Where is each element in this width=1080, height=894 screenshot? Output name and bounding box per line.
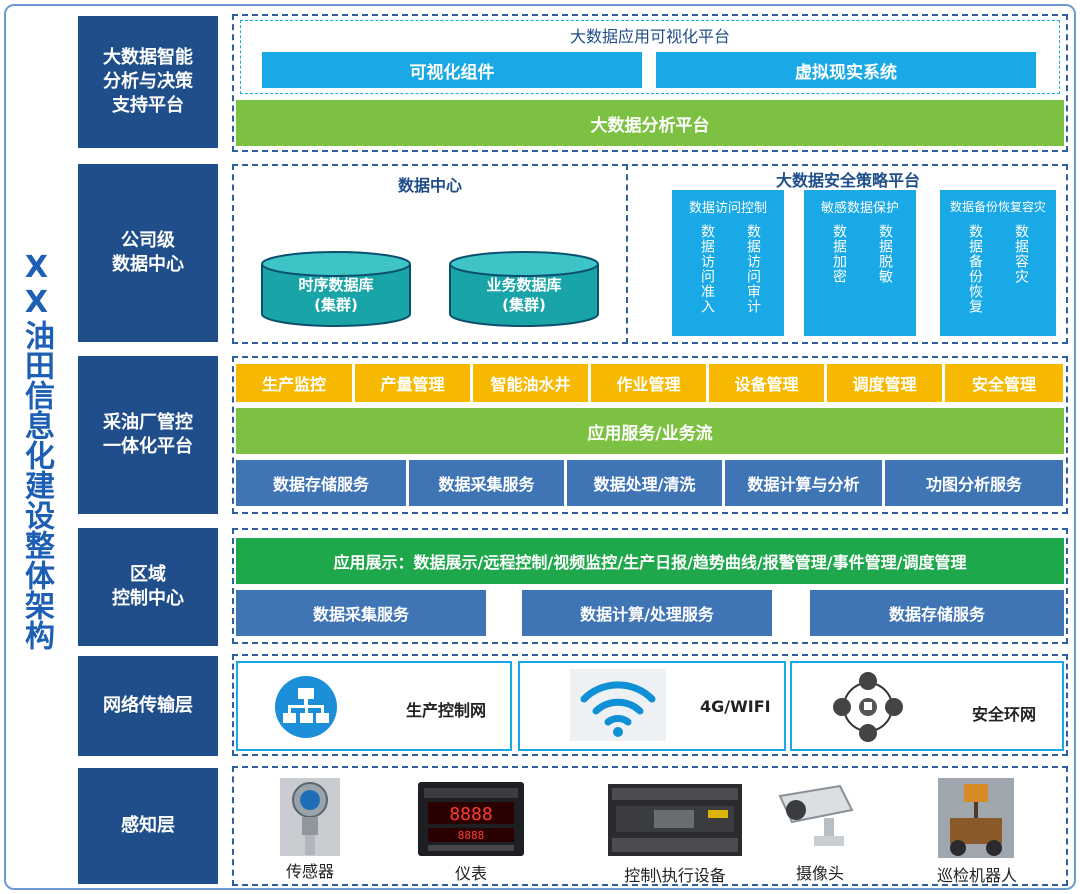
- svc-data-storage: 数据存储服务: [236, 460, 406, 506]
- pressure-sensor-icon: [280, 778, 340, 856]
- backup-restore-text: 数据备份恢复: [967, 224, 983, 314]
- wifi-icon: [570, 669, 666, 741]
- app-display-bar: 应用展示：数据展示/远程控制/视频监控/生产日报/趋势曲线/报警管理/事件管理/…: [236, 538, 1064, 584]
- business-db-cylinder: [449, 251, 599, 327]
- inspection-robot-icon: [938, 778, 1014, 858]
- disaster-recovery-text: 数据容灾: [1013, 224, 1029, 284]
- network-topology-icon: [275, 676, 337, 738]
- backup-recovery-title: 数据备份恢复容灾: [949, 199, 1046, 214]
- meter-label: 仪表: [454, 864, 487, 883]
- wireless-network-label: 4G/WIFI: [700, 697, 771, 716]
- layer-label-bigdata: 大数据智能 分析与决策 支持平台: [78, 16, 218, 148]
- datacenter-title: 数据中心: [397, 176, 462, 195]
- app-equipment-management: 设备管理: [709, 364, 824, 402]
- network-section: [232, 654, 1068, 756]
- viz-platform-title: 大数据应用可视化平台: [569, 27, 730, 46]
- security-platform-title: 大数据安全策略平台: [775, 171, 920, 190]
- production-network-label: 生产控制网: [406, 701, 487, 720]
- layer-label-perception: 感知层: [78, 768, 218, 884]
- vr-system-box: 虚拟现实系统: [656, 52, 1036, 88]
- business-db-label: 业务数据库 (集群): [486, 276, 562, 314]
- meter-icon: 8888 8888: [418, 782, 524, 856]
- architecture-title: XX油田信息化建设整体架构: [19, 250, 54, 650]
- layer-label-network: 网络传输层: [78, 656, 218, 756]
- service-flow-box: 应用服务/业务流: [236, 408, 1064, 454]
- bigdata-analysis-box: 大数据分析平台: [236, 100, 1064, 146]
- production-network-panel: 生产控制网: [236, 661, 512, 751]
- access-control-column: 数据访问控制 数据访问准入 数据访问审计: [672, 190, 784, 336]
- app-output-management: 产量管理: [355, 364, 470, 402]
- perception-section: [232, 766, 1068, 886]
- camera-icon: [774, 780, 864, 854]
- svc-dynagraph-analysis: 功图分析服务: [885, 460, 1063, 506]
- datacenter-divider: [626, 164, 628, 344]
- control-device-label: 控制\执行设备: [624, 866, 726, 885]
- svg-text:8888: 8888: [449, 804, 492, 825]
- access-admission-text: 数据访问准入: [699, 224, 715, 314]
- app-smart-wells: 智能油水井: [473, 364, 588, 402]
- layer-label-regional: 区域 控制中心: [78, 528, 218, 646]
- security-ring-icon: [833, 672, 903, 742]
- regional-svc-collection: 数据采集服务: [236, 590, 486, 636]
- data-masking-text: 数据脱敏: [877, 224, 893, 284]
- viz-platform-frame: [240, 20, 1060, 94]
- regional-section: [232, 528, 1068, 644]
- datacenter-section: [232, 164, 1068, 344]
- svc-data-computing: 数据计算与分析: [725, 460, 882, 506]
- svc-data-processing: 数据处理/清洗: [567, 460, 722, 506]
- bigdata-section: [232, 14, 1068, 152]
- safety-ring-label: 安全环网: [972, 705, 1037, 724]
- layer-label-datacenter: 公司级 数据中心: [78, 164, 218, 342]
- app-dispatch-management: 调度管理: [827, 364, 942, 402]
- data-encryption-text: 数据加密: [831, 224, 847, 284]
- regional-svc-computing: 数据计算/处理服务: [522, 590, 772, 636]
- sensor-label: 传感器: [285, 862, 334, 881]
- layer-label-platform: 采油厂管控 一体化平台: [78, 356, 218, 514]
- backup-recovery-column: 数据备份恢复容灾 数据备份恢复 数据容灾: [940, 190, 1056, 336]
- access-audit-text: 数据访问审计: [745, 224, 761, 314]
- timeseries-db-cylinder: [261, 251, 411, 327]
- svc-data-collection: 数据采集服务: [409, 460, 564, 506]
- app-operation-management: 作业管理: [591, 364, 706, 402]
- platform-section: [232, 356, 1068, 514]
- app-safety-management: 安全管理: [945, 364, 1063, 402]
- robot-label: 巡检机器人: [936, 866, 1017, 885]
- viz-component-box: 可视化组件: [262, 52, 642, 88]
- sensitive-data-title: 敏感数据保护: [820, 200, 899, 216]
- access-control-title: 数据访问控制: [688, 200, 767, 216]
- safety-ring-panel: 安全环网: [790, 661, 1064, 751]
- camera-label: 摄像头: [795, 864, 844, 883]
- timeseries-db-label: 时序数据库 (集群): [298, 276, 374, 314]
- plc-controller-icon: [608, 784, 742, 856]
- regional-svc-storage: 数据存储服务: [810, 590, 1064, 636]
- svg-text:8888: 8888: [458, 829, 485, 842]
- wireless-network-panel: 4G/WIFI: [518, 661, 786, 751]
- sensitive-data-column: 敏感数据保护 数据加密 数据脱敏: [804, 190, 916, 336]
- outer-frame: [4, 4, 1076, 890]
- app-production-monitoring: 生产监控: [236, 364, 352, 402]
